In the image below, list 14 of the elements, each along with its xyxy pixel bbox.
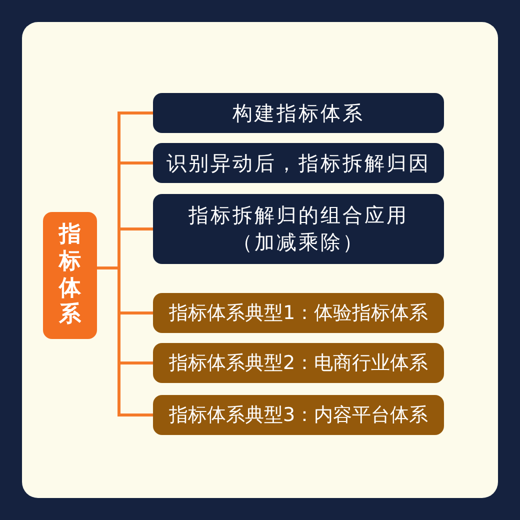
example-label: 指标体系典型3：内容平台体系 — [168, 402, 428, 428]
central-topic-label: 指标体系 — [59, 222, 81, 330]
example-label: 指标体系典型2：电商行业体系 — [168, 350, 428, 376]
example-box — [153, 395, 444, 435]
topic-box — [153, 194, 444, 264]
example-box — [153, 293, 444, 333]
topic-box — [153, 143, 444, 183]
topic-box — [153, 93, 444, 133]
example-box — [153, 343, 444, 383]
topic-label: 识别异动后，指标拆解归因 — [166, 150, 430, 176]
topic-label: 构建指标体系 — [232, 100, 364, 126]
example-label: 指标体系典型1：体验指标体系 — [168, 300, 428, 326]
central-topic-box — [43, 212, 97, 339]
topic-label: 指标拆解归的组合应用（加减乘除） — [188, 202, 410, 256]
